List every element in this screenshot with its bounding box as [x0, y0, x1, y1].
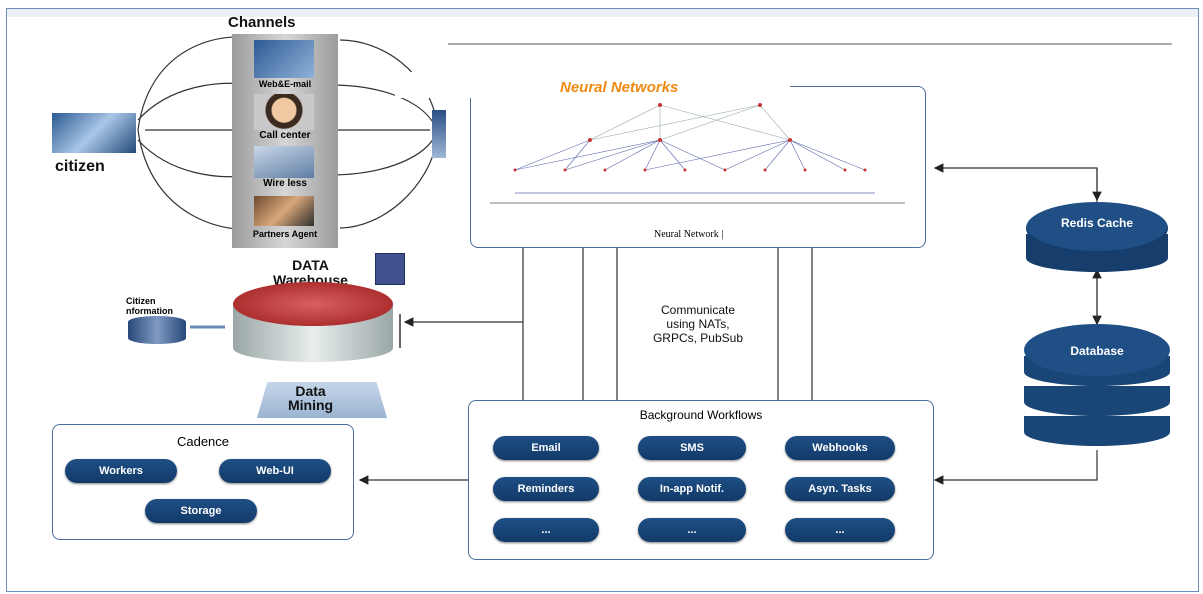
citizen-information-label: Citizen nformation	[126, 296, 173, 316]
neural-network-box	[470, 86, 926, 248]
channel-wireless-label: Wire less	[263, 178, 307, 189]
data-mining-label: Data Mining	[288, 383, 334, 413]
channels-column: Web&E-mail Call center Wire less Partner…	[232, 34, 338, 248]
database-cylinder-icon	[1024, 324, 1170, 448]
wireless-icon	[254, 146, 314, 178]
workflow-inapp-notif-button[interactable]: In-app Notif.	[638, 477, 746, 501]
data-mining-box	[257, 382, 387, 418]
cadence-web-ui-button[interactable]: Web-UI	[219, 459, 331, 483]
channel-call-center-label: Call center	[259, 130, 311, 141]
top-bar	[7, 9, 1198, 17]
cadence-title: Cadence	[176, 434, 230, 449]
communicate-label: Communicate using NATs, GRPCs, PubSub	[652, 303, 744, 345]
workflow-email-button[interactable]: Email	[493, 436, 599, 460]
cadence-storage-button[interactable]: Storage	[145, 499, 257, 523]
workflow-sms-button[interactable]: SMS	[638, 436, 746, 460]
workflow-async-tasks-button[interactable]: Asyn. Tasks	[785, 477, 895, 501]
workflow-webhooks-button[interactable]: Webhooks	[785, 436, 895, 460]
citizen-label: citizen	[55, 158, 105, 175]
neural-network-title-bg	[395, 72, 790, 98]
server-icon	[432, 110, 446, 158]
neural-network-caption: Neural Network |	[654, 229, 724, 240]
web-email-icon	[254, 40, 314, 78]
neural-network-graph	[490, 103, 905, 204]
cadence-workers-button[interactable]: Workers	[65, 459, 177, 483]
workflow-more-button-3[interactable]: ...	[785, 518, 895, 542]
workflow-reminders-button[interactable]: Reminders	[493, 477, 599, 501]
data-warehouse-cylinder-icon	[233, 282, 393, 372]
handshake-icon	[254, 196, 314, 226]
channel-partners-label: Partners Agent	[252, 229, 318, 239]
workflow-more-button-1[interactable]: ...	[493, 518, 599, 542]
channels-title: Channels	[228, 14, 296, 31]
background-workflows-title: Background Workflows	[639, 408, 763, 422]
diagram-frame	[6, 8, 1199, 592]
neural-networks-title: Neural Networks	[560, 79, 679, 96]
call-center-icon	[254, 94, 314, 130]
redis-cache-label: Redis Cache	[1060, 216, 1134, 230]
citizen-db-icon	[128, 316, 186, 344]
workflow-more-button-2[interactable]: ...	[638, 518, 746, 542]
database-label: Database	[1070, 344, 1124, 358]
citizen-photo-icon	[52, 113, 136, 153]
redis-cache-cylinder-icon	[1026, 202, 1168, 274]
database-square-icon	[375, 253, 405, 285]
channel-web-email-label: Web&E-mail	[258, 79, 312, 89]
